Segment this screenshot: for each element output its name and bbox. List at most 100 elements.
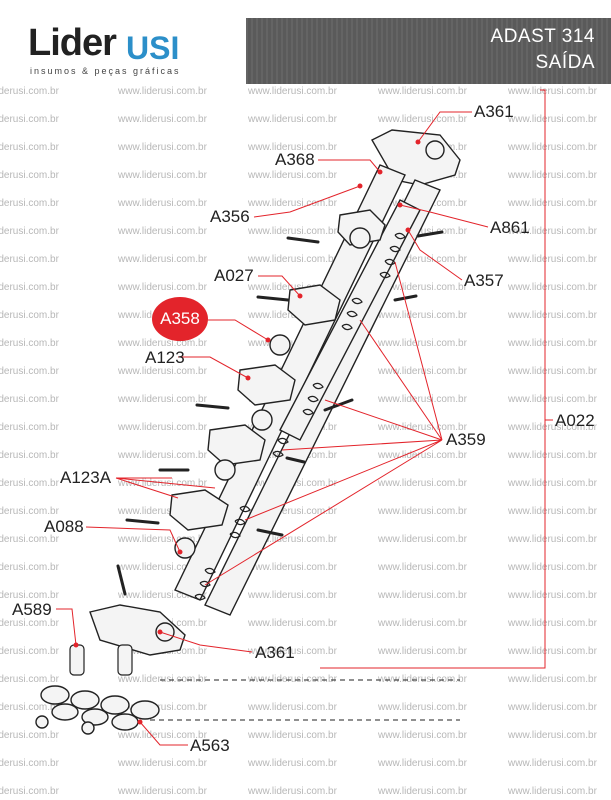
watermark-text: www.liderusi.com.br <box>0 198 59 209</box>
watermark-text: www.liderusi.com.br <box>248 506 337 517</box>
watermark-text: www.liderusi.com.br <box>378 338 467 349</box>
watermark-text: www.liderusi.com.br <box>0 394 59 405</box>
machine-title: ADAST 314 <box>490 26 595 47</box>
watermark-text: www.liderusi.com.br <box>508 170 597 181</box>
watermark-text: www.liderusi.com.br <box>508 338 597 349</box>
watermark-text: www.liderusi.com.br <box>0 338 59 349</box>
section-title: SAÍDA <box>535 52 595 73</box>
watermark-text: www.liderusi.com.br <box>248 618 337 629</box>
watermark-text: www.liderusi.com.br <box>378 282 467 293</box>
watermark-text: www.liderusi.com.br <box>508 674 597 685</box>
watermark-text: www.liderusi.com.br <box>0 618 59 629</box>
watermark-text: www.liderusi.com.br <box>0 114 59 125</box>
leader-lines <box>56 111 489 746</box>
watermark-text: www.liderusi.com.br <box>118 730 207 741</box>
watermark-text: www.liderusi.com.br <box>508 758 597 769</box>
watermark-text: www.liderusi.com.br <box>508 310 597 321</box>
watermark-text: www.liderusi.com.br <box>118 786 207 797</box>
logo-tagline: insumos & peças gráficas <box>30 66 181 76</box>
watermark-text: www.liderusi.com.br <box>118 702 207 713</box>
watermark-text: www.liderusi.com.br <box>508 562 597 573</box>
bolts <box>69 644 133 676</box>
watermark-text: www.liderusi.com.br <box>118 198 207 209</box>
watermark-text: www.liderusi.com.br <box>248 310 337 321</box>
watermark-text: www.liderusi.com.br <box>118 590 207 601</box>
watermark-text: www.liderusi.com.br <box>378 534 467 545</box>
logo-wordmark: Lider <box>28 22 117 64</box>
watermark-text: www.liderusi.com.br <box>248 702 337 713</box>
watermark-text: www.liderusi.com.br <box>378 758 467 769</box>
watermark-text: www.liderusi.com.br <box>378 702 467 713</box>
callout-a563: A563 <box>190 736 230 755</box>
watermark-text: www.liderusi.com.br <box>508 114 597 125</box>
watermark-text: www.liderusi.com.br <box>378 450 467 461</box>
watermark-text: www.liderusi.com.br <box>118 758 207 769</box>
watermark-text: www.liderusi.com.br <box>508 478 597 489</box>
a022-bracket <box>320 89 546 669</box>
watermark-text: www.liderusi.com.br <box>508 730 597 741</box>
title-bar <box>246 18 611 84</box>
watermark-text: www.liderusi.com.br <box>508 142 597 153</box>
watermark-text: www.liderusi.com.br <box>378 646 467 657</box>
springs <box>194 232 406 601</box>
watermark-text: www.liderusi.com.br <box>0 674 59 685</box>
watermark-text: www.liderusi.com.br <box>248 562 337 573</box>
watermark-text: www.liderusi.com.br <box>378 730 467 741</box>
watermark-text: www.liderusi.com.br <box>0 730 59 741</box>
watermark-text: www.liderusi.com.br <box>248 226 337 237</box>
watermark-text: www.liderusi.com.br <box>378 114 467 125</box>
watermark-text: www.liderusi.com.br <box>0 562 59 573</box>
watermark-text: www.liderusi.com.br <box>118 478 207 489</box>
callout-a358-highlight: A358 <box>152 297 208 341</box>
liderusi-logo: Lider USI insumos & peças gráficas <box>28 22 228 80</box>
callout-a027: A027 <box>214 266 254 285</box>
watermark-text: www.liderusi.com.br <box>248 674 337 685</box>
watermark-text: www.liderusi.com.br <box>248 198 337 209</box>
page-header: Lider USI insumos & peças gráficas ADAST… <box>0 0 611 86</box>
watermark-text: www.liderusi.com.br <box>0 310 59 321</box>
watermark-text: www.liderusi.com.br <box>0 758 59 769</box>
watermark-text: www.liderusi.com.br <box>118 226 207 237</box>
logo-accent: USI <box>126 30 180 66</box>
watermark-text: www.liderusi.com.br <box>248 254 337 265</box>
watermark-text: www.liderusi.com.br <box>118 506 207 517</box>
watermark-text: www.liderusi.com.br <box>248 338 337 349</box>
watermark-text: www.liderusi.com.br <box>508 590 597 601</box>
watermark-text: www.liderusi.com.br <box>508 450 597 461</box>
watermark-text: www.liderusi.com.br <box>248 590 337 601</box>
callout-a361-bottom: A361 <box>255 643 295 662</box>
watermark-text: www.liderusi.com.br <box>118 282 207 293</box>
watermark-text: www.liderusi.com.br <box>508 394 597 405</box>
watermark-text: www.liderusi.com.br <box>508 534 597 545</box>
watermark-text: www.liderusi.com.br <box>248 114 337 125</box>
callout-a357: A357 <box>464 271 504 290</box>
watermark-text: www.liderusi.com.br <box>0 506 59 517</box>
leader-dots <box>73 139 421 725</box>
watermark-text: www.liderusi.com.br <box>0 142 59 153</box>
watermark-text: www.liderusi.com.br <box>378 86 467 97</box>
watermark-text: www.liderusi.com.br <box>508 86 597 97</box>
watermark-text: www.liderusi.com.br <box>0 254 59 265</box>
watermark-text: www.liderusi.com.br <box>118 422 207 433</box>
watermark-text: www.liderusi.com.br <box>118 86 207 97</box>
watermark-text: www.liderusi.com.br <box>118 338 207 349</box>
callout-a589: A589 <box>12 600 52 619</box>
watermark-text: www.liderusi.com.br <box>508 702 597 713</box>
watermark-text: www.liderusi.com.br <box>0 282 59 293</box>
watermark-text: www.liderusi.com.br <box>378 254 467 265</box>
watermark-text: www.liderusi.com.br <box>378 786 467 797</box>
callout-a088: A088 <box>44 517 84 536</box>
watermark-text: www.liderusi.com.br <box>0 534 59 545</box>
loose-pins <box>116 230 444 596</box>
watermark-text: www.liderusi.com.br <box>378 394 467 405</box>
watermark-text: www.liderusi.com.br <box>378 366 467 377</box>
watermark-text: www.liderusi.com.br <box>0 86 59 97</box>
watermark-text: www.liderusi.com.br <box>508 226 597 237</box>
watermark-text: www.liderusi.com.br <box>118 562 207 573</box>
watermark-text: www.liderusi.com.br <box>508 506 597 517</box>
watermark-text: www.liderusi.com.br <box>378 310 467 321</box>
watermark-text: www.liderusi.com.br <box>508 198 597 209</box>
watermark-text: www.liderusi.com.br <box>378 506 467 517</box>
callout-a861: A861 <box>490 218 530 237</box>
